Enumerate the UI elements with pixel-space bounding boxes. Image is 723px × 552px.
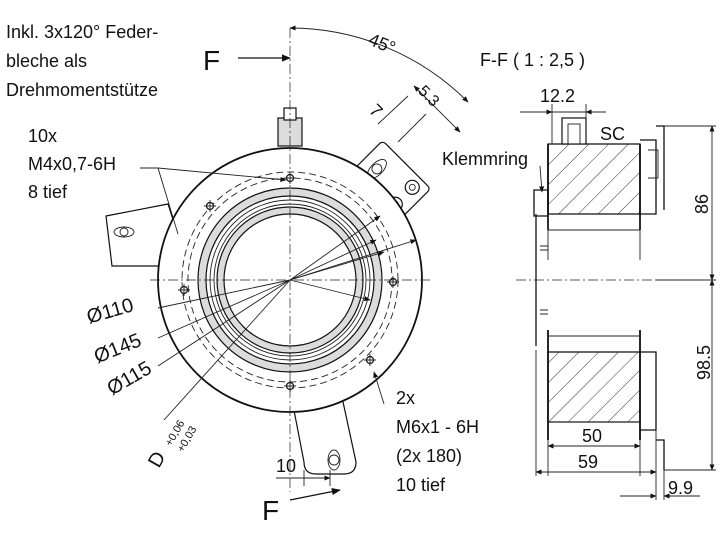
section-marker-top: F: [203, 45, 220, 76]
thread-a-count: 10x: [28, 126, 57, 146]
thread-a-depth: 8 tief: [28, 182, 68, 202]
dim-angle-45: 45°: [366, 29, 399, 58]
dim-bore-d: D: [144, 448, 170, 472]
note-feder-2: bleche als: [6, 51, 87, 71]
dim-5-3: 5.3: [414, 83, 442, 111]
dim-86: 86: [692, 194, 712, 214]
note-feder-1: Inkl. 3x120° Feder-: [6, 22, 158, 42]
dim-12-2: 12.2: [540, 86, 575, 106]
dim-diameter-110: Ø110: [84, 294, 136, 328]
dim-50: 50: [582, 426, 602, 446]
section-title: F-F ( 1 : 2,5 ): [480, 50, 585, 70]
dim-59: 59: [578, 452, 598, 472]
label-sc: SC: [600, 124, 625, 144]
dim-7: 7: [365, 100, 386, 121]
thread-a-spec: M4x0,7-6H: [28, 154, 116, 174]
thread-b-depth: 10 tief: [396, 475, 446, 495]
label-klemmring: Klemmring: [442, 149, 528, 169]
front-view: [105, 25, 469, 501]
dim-10: 10: [276, 456, 296, 476]
lower-body: [547, 351, 641, 423]
section-view: [516, 104, 716, 500]
dim-diameter-115: Ø115: [103, 357, 155, 400]
mounting-holes: [178, 172, 399, 392]
thread-b-count: 2x: [396, 388, 415, 408]
thread-b-note: (2x 180): [396, 446, 462, 466]
thread-b-spec: M6x1 - 6H: [396, 417, 479, 437]
section-marker-bottom: F: [262, 495, 279, 526]
note-feder-3: Drehmomentstütze: [6, 80, 158, 100]
dim-98-5: 98.5: [694, 345, 714, 380]
diameter-leaders: [157, 215, 417, 421]
dim-9-9: 9.9: [668, 478, 693, 498]
upper-body: [547, 143, 641, 215]
